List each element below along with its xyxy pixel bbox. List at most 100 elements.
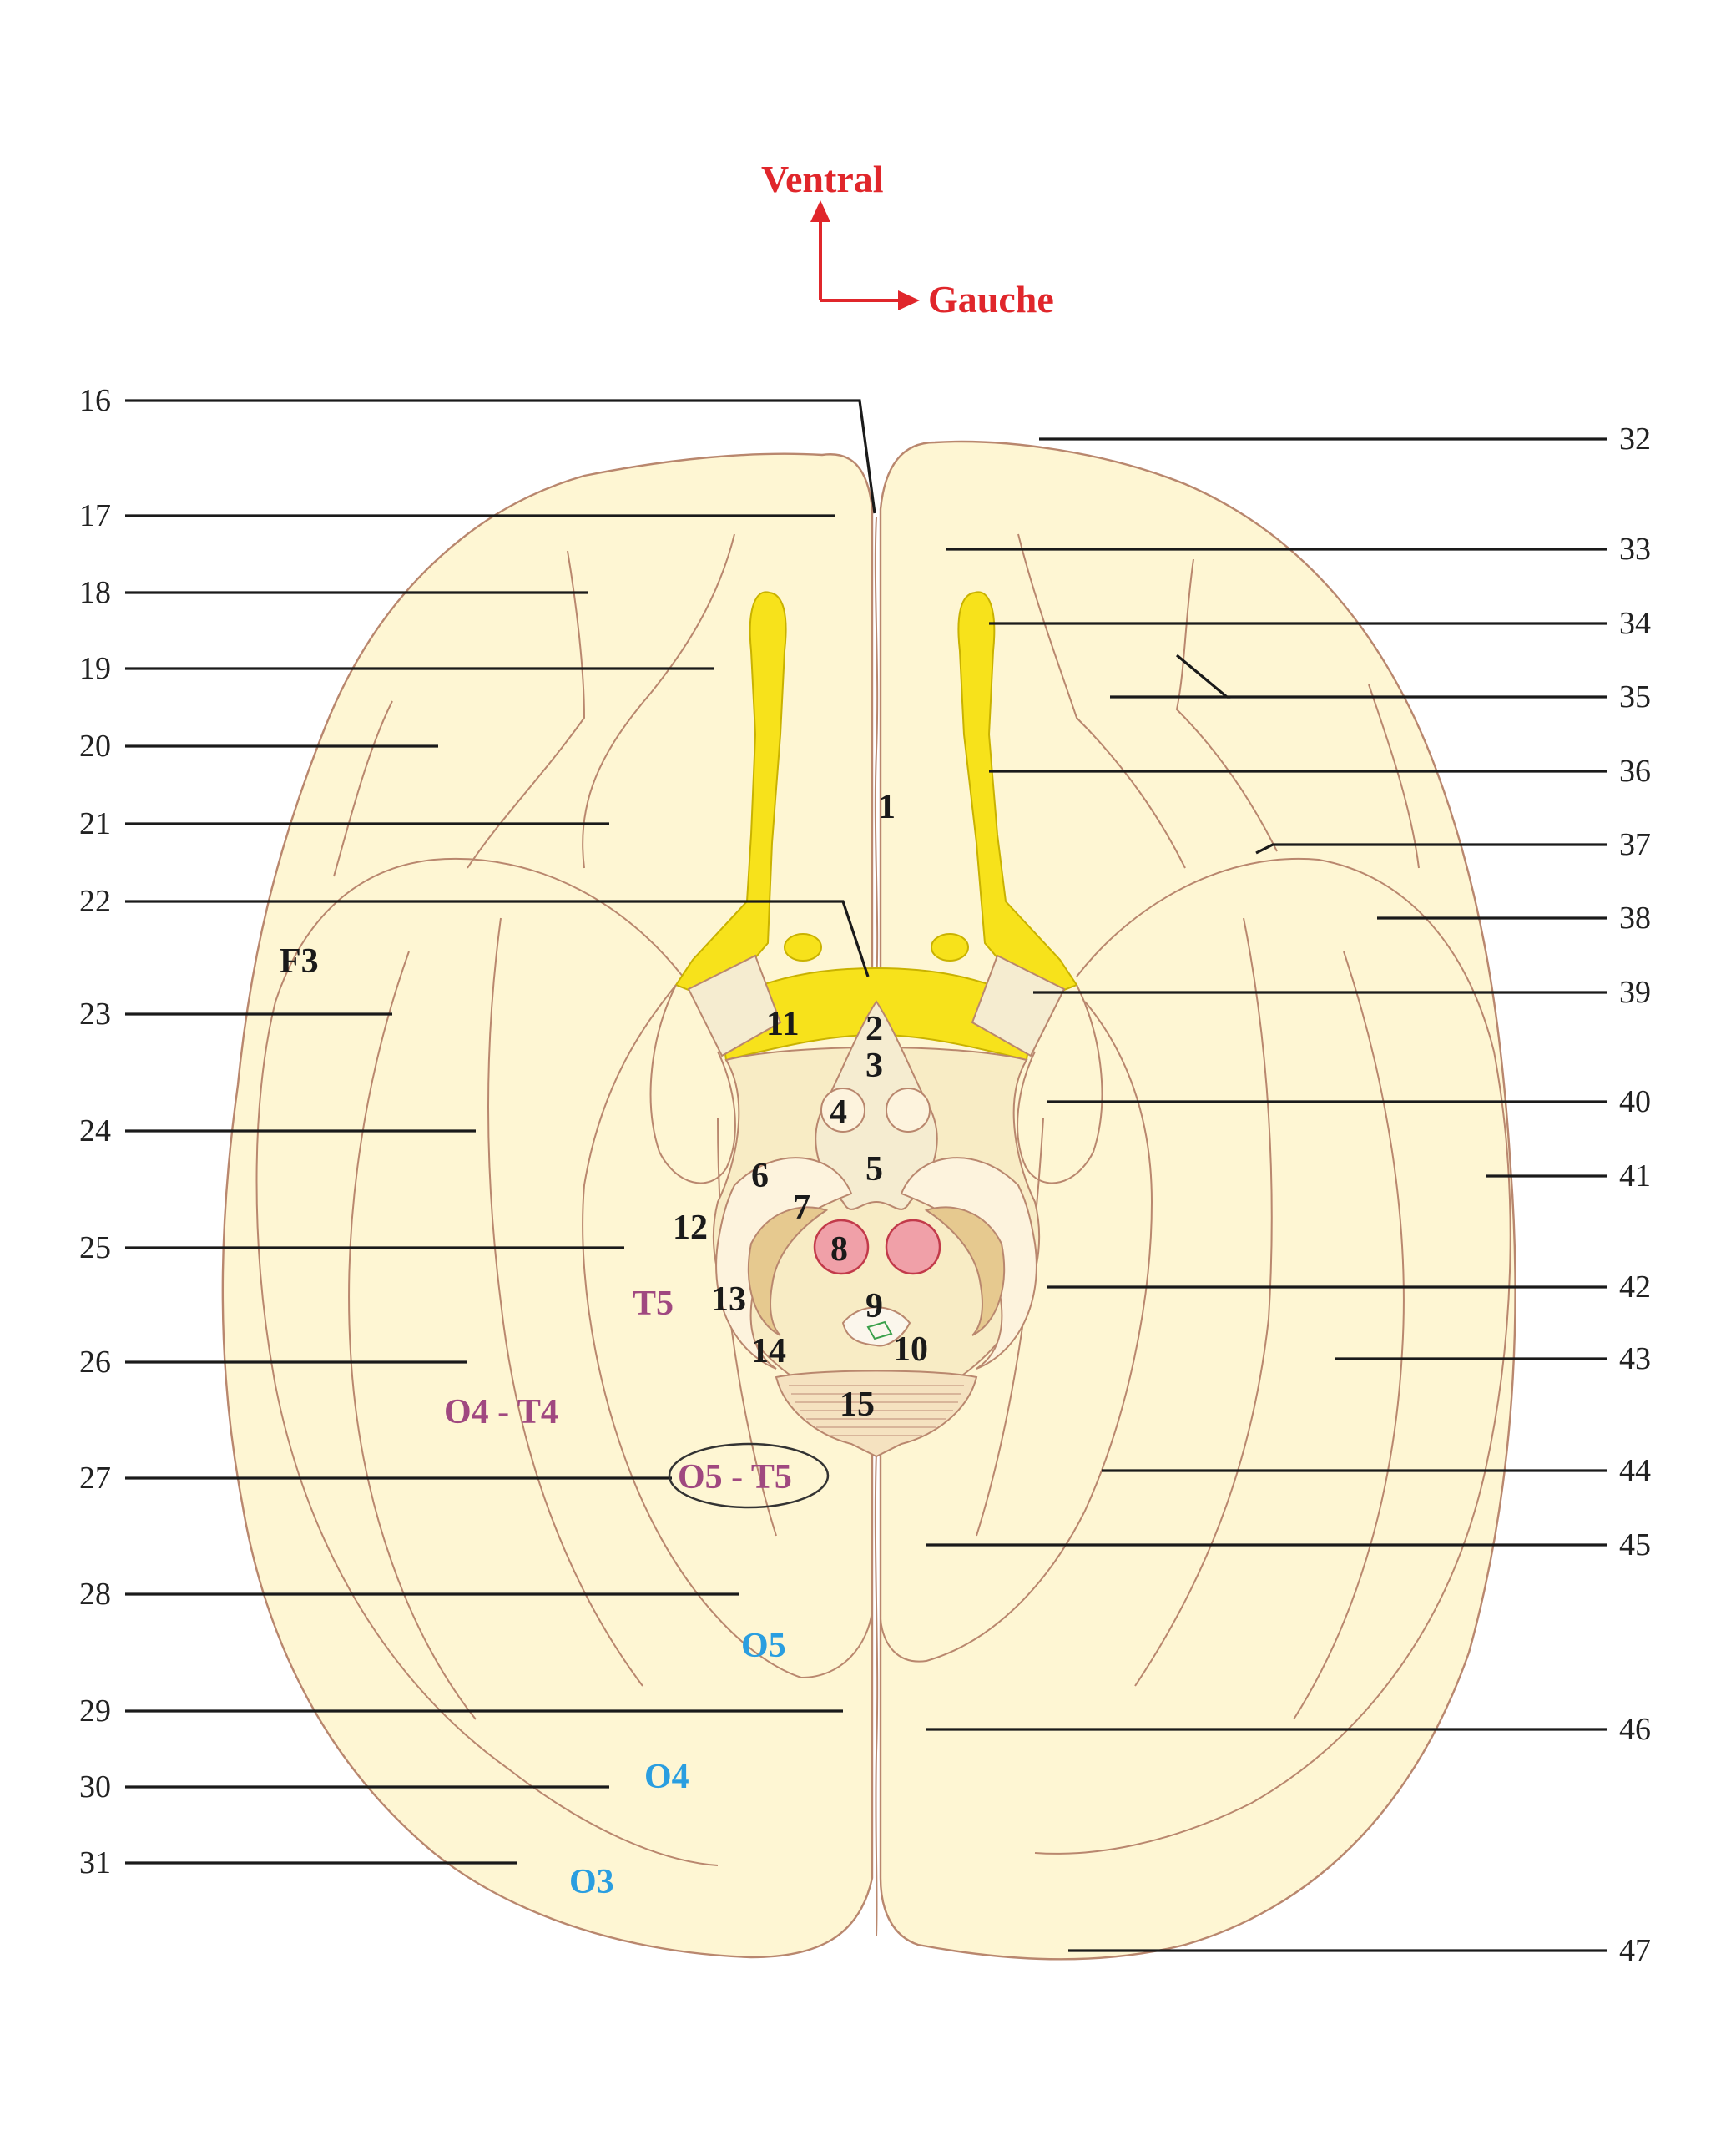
leader-lines [125,399,1607,1952]
inner-labels: 1 2 3 4 5 6 7 8 9 10 11 12 13 14 15 [673,788,928,1424]
inner-label-15: 15 [840,1386,875,1424]
inner-label-1: 1 [878,788,896,826]
inner-label-11: 11 [766,1005,800,1043]
label-34: 34 [1619,606,1651,641]
right-sulcus-4 [1134,917,1273,1687]
label-45: 45 [1619,1527,1651,1562]
orientation-indicator: Ventral Gauche [761,158,1054,321]
region-label-o5: O5 [741,1627,786,1665]
inner-label-13: 13 [711,1280,746,1319]
right-label-column: 32 33 34 35 36 37 38 39 40 41 42 43 44 4… [1619,421,1651,1968]
label-36: 36 [1619,754,1651,789]
ventral-arrow-head-icon [810,200,830,222]
right-optic-nerve [931,933,969,962]
inner-label-4: 4 [830,1093,847,1132]
label-42: 42 [1619,1269,1651,1305]
region-label-o4: O4 [644,1758,689,1796]
label-30: 30 [79,1769,111,1804]
right-sulcus-2 [1175,558,1278,852]
right-sulcus-1 [1017,533,1186,869]
left-sulcus-3 [333,700,393,877]
leader-37 [1255,843,1607,855]
left-hemisphere [221,452,874,1959]
left-label-column: 16 17 18 19 20 21 22 23 24 25 26 27 28 2… [79,383,111,1880]
label-18: 18 [79,575,111,610]
label-28: 28 [79,1577,111,1612]
inner-label-2: 2 [865,1010,883,1048]
right-cerebral-peduncle [900,1157,1037,1370]
inner-label-14: 14 [751,1332,786,1370]
left-sulcus-4 [487,917,643,1687]
right-red-nucleus [885,1219,941,1275]
region-label-f3: F3 [280,942,319,981]
label-24: 24 [79,1113,111,1148]
label-41: 41 [1619,1158,1651,1194]
label-43: 43 [1619,1341,1651,1376]
region-label-o3: O3 [569,1863,614,1901]
interhemispheric-fissure [874,517,879,986]
label-23: 23 [79,997,111,1032]
label-22: 22 [79,884,111,919]
vermis-striations [789,1385,964,1436]
label-32: 32 [1619,421,1651,457]
label-40: 40 [1619,1084,1651,1119]
gauche-label: Gauche [928,278,1054,321]
left-cerebral-peduncle [715,1157,853,1370]
label-35: 35 [1619,679,1651,714]
right-temporal-inner [880,1001,1153,1663]
label-20: 20 [79,729,111,764]
right-sulcus-5 [1293,951,1405,1720]
right-hemisphere [879,440,1516,1961]
inner-label-10: 10 [893,1330,928,1369]
leader-22 [125,900,870,977]
left-mammillary-body [820,1088,865,1133]
inner-label-12: 12 [673,1209,708,1247]
inner-label-3: 3 [865,1047,883,1085]
left-optic-nerve [784,933,822,962]
superior-colliculus-region [775,1370,978,1458]
label-29: 29 [79,1693,111,1729]
region-label-o5-t5: O5 - T5 [678,1458,792,1497]
posterior-fissure [874,1451,879,1937]
inner-label-8: 8 [830,1230,848,1269]
inner-label-5: 5 [865,1150,883,1189]
left-arrow-head-icon [898,290,920,310]
aqueduct-marker-icon [866,1320,893,1340]
left-substantia-nigra [748,1206,829,1336]
label-44: 44 [1619,1453,1651,1488]
region-label-o4-t4: O4 - T4 [444,1393,558,1431]
ventral-label: Ventral [761,158,884,200]
label-26: 26 [79,1345,111,1380]
label-25: 25 [79,1230,111,1265]
left-sulcus-5 [348,951,477,1720]
left-uncus [649,984,736,1184]
central-structures [649,984,1103,1458]
leader-16 [125,399,876,514]
right-uncus [1017,984,1103,1184]
right-substantia-nigra [924,1206,1005,1336]
label-39: 39 [1619,975,1651,1010]
label-27: 27 [79,1461,111,1496]
label-37: 37 [1619,827,1651,862]
inner-label-7: 7 [793,1189,810,1227]
right-perforated-substance [971,954,1066,1057]
left-perforated-substance [687,954,782,1057]
cerebral-aqueduct [841,1306,911,1347]
region-label-t5: T5 [633,1285,674,1323]
label-31: 31 [79,1845,111,1880]
brain-hemispheres [221,440,1516,1961]
inner-label-9: 9 [865,1287,883,1325]
label-19: 19 [79,651,111,686]
label-46: 46 [1619,1712,1651,1747]
left-red-nucleus [813,1219,870,1275]
label-38: 38 [1619,901,1651,936]
right-temporal-outline [1034,857,1511,1855]
label-16: 16 [79,383,111,418]
label-33: 33 [1619,532,1651,567]
left-temporal-inner [582,984,873,1679]
inner-label-6: 6 [751,1157,769,1195]
label-47: 47 [1619,1933,1651,1968]
left-sulcus-1 [582,533,735,869]
